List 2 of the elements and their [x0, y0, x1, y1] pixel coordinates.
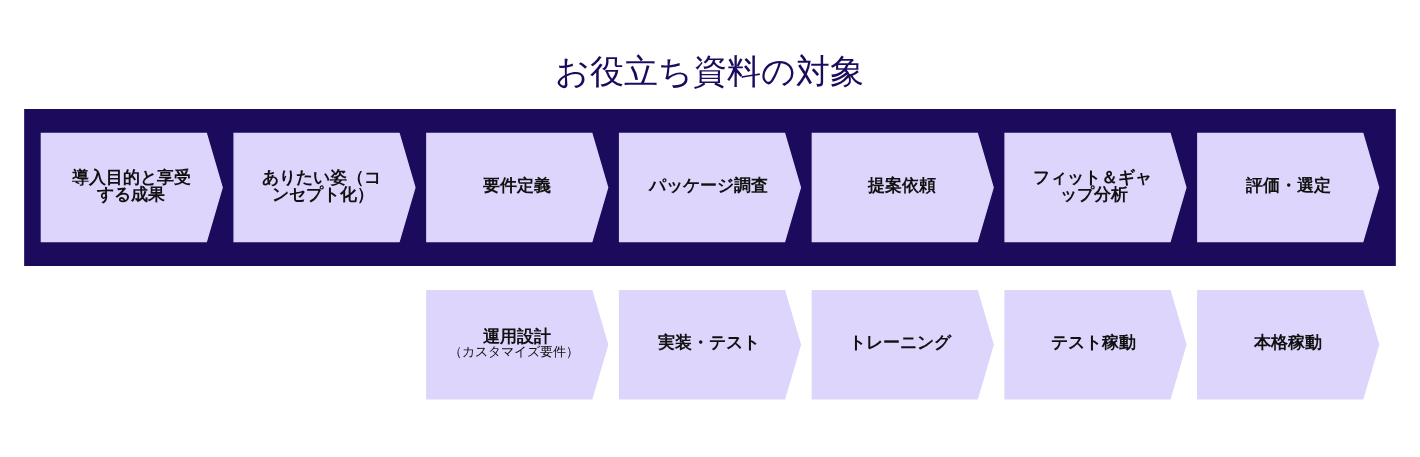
cluster [24, 109, 1396, 267]
diagram-title: お役立ち資料の対象 [555, 51, 865, 92]
